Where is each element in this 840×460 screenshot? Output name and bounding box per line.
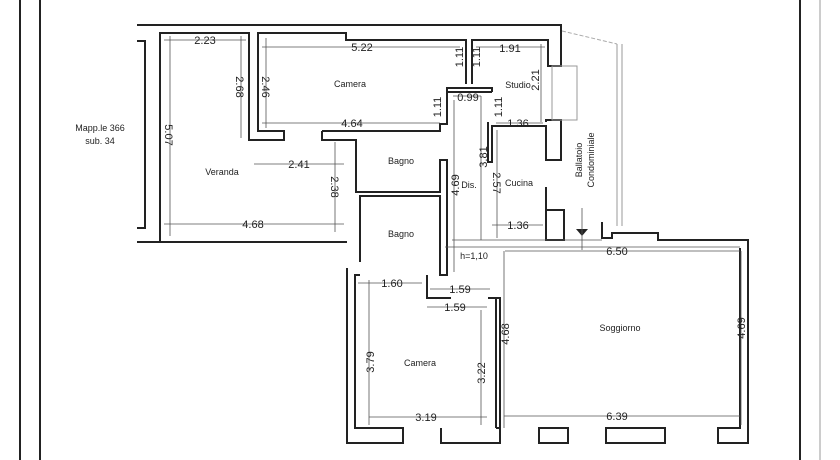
dim-studio-bottom: 1.36	[507, 118, 528, 130]
parcel-label-line2: sub. 34	[85, 136, 115, 146]
parcel-label-line1: Mapp.le 366	[75, 123, 125, 133]
dim-dis-height: 4.69	[450, 174, 462, 195]
dim-camera-top-bottom: 4.64	[341, 118, 362, 130]
dim-corr-width: 0.99	[457, 92, 478, 104]
dim-corr-d: 1.11	[493, 97, 505, 118]
dim-veranda-bottom: 4.68	[242, 219, 263, 231]
dim-soggiorno-bottom: 6.39	[606, 411, 627, 423]
room-label-camera-top: Camera	[334, 79, 366, 89]
dim-camera-top-height: 2.46	[259, 76, 271, 97]
dim-camera-top-width: 5.22	[351, 42, 372, 54]
dim-veranda-height: 5.07	[162, 124, 174, 145]
dimension-lines	[164, 36, 742, 428]
dim-cucina-height: 2.57	[490, 172, 502, 193]
room-label-bagno-2: Bagno	[388, 229, 414, 239]
dim-studio-height: 2.21	[530, 69, 542, 90]
dim-camera-b-bottom: 3.19	[415, 412, 436, 424]
dim-camera-b-top: 1.60	[381, 278, 402, 290]
room-label-bagno-1: Bagno	[388, 156, 414, 166]
dim-camera-b-left: 3.79	[365, 351, 377, 372]
room-label-studio: Studio	[505, 80, 531, 90]
dim-veranda-inner: 2.68	[233, 76, 245, 97]
height-note: h=1,10	[460, 251, 488, 261]
room-label-condominiale: Condominiale	[586, 132, 596, 187]
dim-soggiorno-left: 4.68	[500, 323, 512, 344]
dim-camera-b-right: 3.22	[476, 362, 488, 383]
dim-veranda-right: 2.38	[328, 176, 340, 197]
dim-corr-c: 1.11	[432, 97, 444, 118]
room-label-camera-bottom: Camera	[404, 358, 436, 368]
dim-corr-a: 1.11	[454, 47, 466, 68]
dim-soggiorno-top: 6.50	[606, 246, 627, 258]
page-frame	[19, 0, 821, 460]
dim-camera-b-step1: 1.59	[449, 284, 470, 296]
dim-soggiorno-right: 4.69	[736, 317, 748, 338]
dim-veranda-mid: 2.41	[288, 159, 309, 171]
room-label-cucina: Cucina	[505, 178, 533, 188]
dim-corr-b: 1.11	[471, 47, 483, 68]
room-label-ballatoio: Ballatoio	[574, 143, 584, 178]
room-label-veranda: Veranda	[205, 167, 239, 177]
walls	[137, 24, 749, 444]
dim-studio-width: 1.91	[499, 43, 520, 55]
labels: Mapp.le 366 sub. 34 Veranda Camera Bagno…	[75, 35, 748, 424]
dim-veranda-top: 2.23	[194, 35, 215, 47]
dim-cucina-bottom: 1.36	[507, 220, 528, 232]
room-label-soggiorno: Soggiorno	[599, 323, 640, 333]
dim-camera-b-step2: 1.59	[444, 302, 465, 314]
room-label-dis: Dis.	[461, 180, 477, 190]
dim-cucina-left: 3.81	[478, 146, 490, 167]
